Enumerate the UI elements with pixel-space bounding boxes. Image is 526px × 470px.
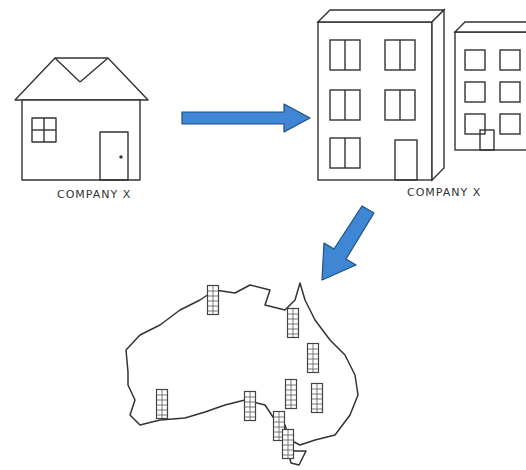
office-buildings <box>318 10 526 180</box>
down-arrow <box>322 206 374 280</box>
company-label: COMPANY X <box>405 186 483 199</box>
house-drawing <box>15 58 148 180</box>
australia-map <box>126 283 358 465</box>
block-arrow <box>182 104 310 132</box>
company-label: COMPANY X <box>55 188 133 201</box>
house-node <box>12 52 162 184</box>
office-node <box>314 8 526 184</box>
